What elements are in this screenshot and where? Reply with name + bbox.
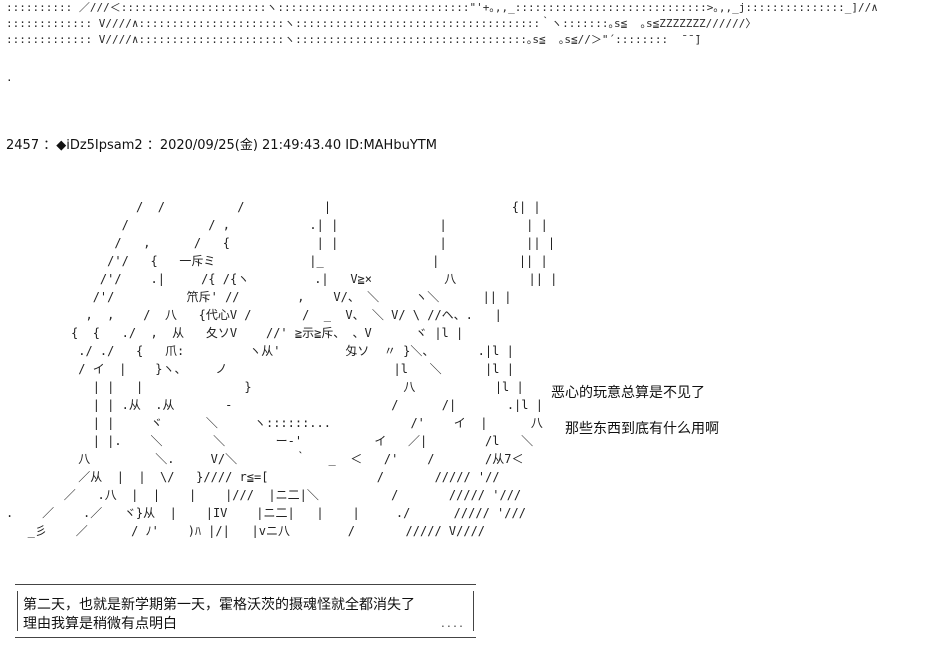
ascii-art-dot: . xyxy=(6,71,13,84)
narration-box-left-bar xyxy=(17,591,18,631)
narration-box-right-bar xyxy=(473,591,474,631)
speech-line-1: 恶心的玩意总算是不见了 xyxy=(551,385,705,401)
ascii-art-character: / / / | {| | / / , .| | | | | / , / { | … xyxy=(6,200,558,538)
post-header: 2457 ：◆iDz5Ipsam2 ：2020/09/25(金) 21:49:4… xyxy=(6,138,437,153)
narration-line-2: 理由我算是稍微有点明白 xyxy=(23,616,177,632)
narration-box: 第二天，也就是新学期第一天，霍格沃茨的摄魂怪就全都消失了 理由我算是稍微有点明白… xyxy=(15,584,476,638)
narration-ellipsis: .... xyxy=(439,619,464,630)
narration-line-1: 第二天，也就是新学期第一天，霍格沃茨的摄魂怪就全都消失了 xyxy=(23,597,415,613)
speech-line-2: 那些东西到底有什么用啊 xyxy=(565,421,719,437)
ascii-art-top-fragment: :::::::::: ／///＜::::::::::::::::::::::ヽ:… xyxy=(6,1,878,46)
